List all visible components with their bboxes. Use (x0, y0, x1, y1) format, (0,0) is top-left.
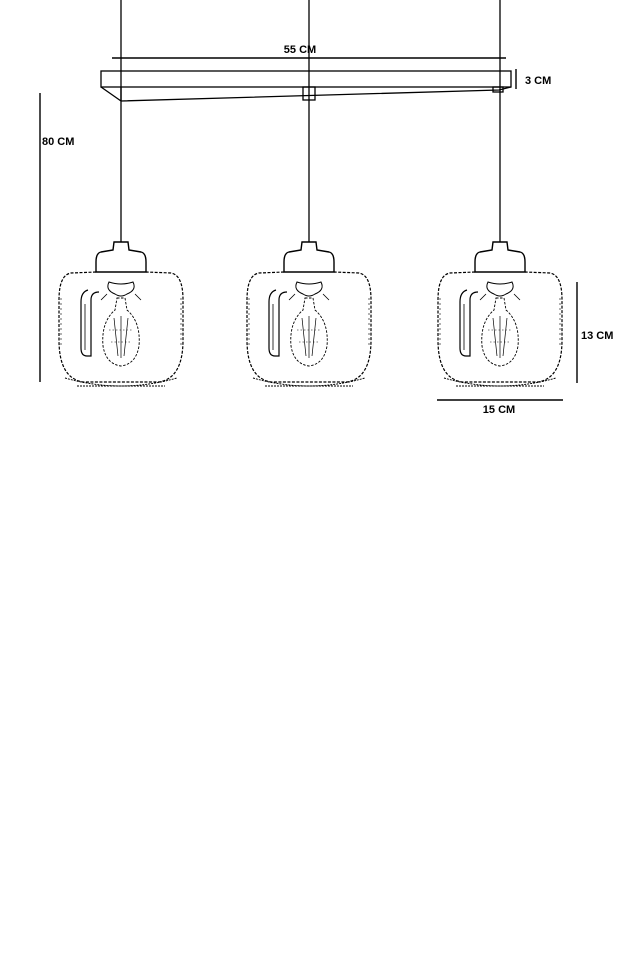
canopy-height-dimension: 3 CM (515, 69, 551, 89)
shade-height-dimension: 13 CM (576, 282, 613, 383)
width-label: 55 CM (284, 44, 316, 56)
total-height-dimension: 80 CM (39, 93, 74, 382)
shade-width-dimension: 15 CM (437, 399, 563, 416)
shade-width-label: 15 CM (483, 404, 515, 416)
total-height-label: 80 CM (42, 136, 74, 148)
ceiling-canopy (100, 70, 512, 102)
shade-height-label: 13 CM (581, 330, 613, 342)
canopy-height-label: 3 CM (525, 75, 551, 87)
